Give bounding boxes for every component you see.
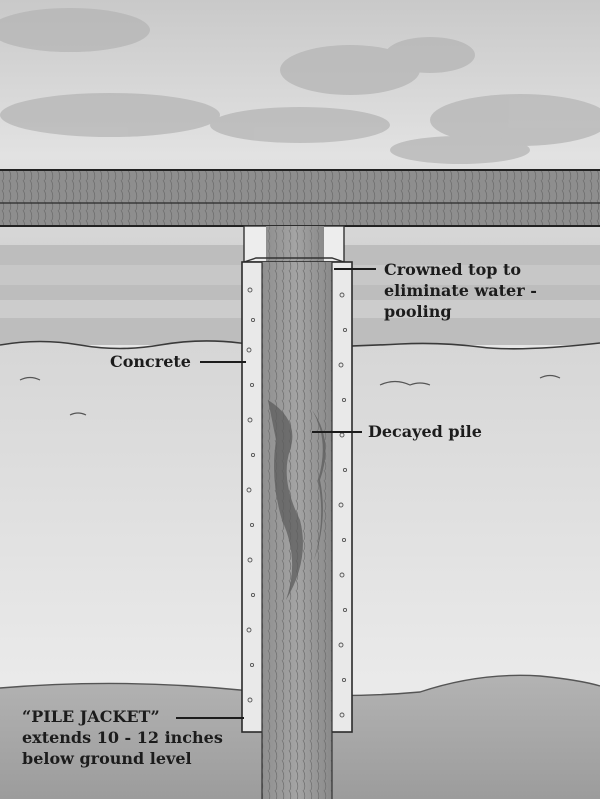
pile-jacket-label: “PILE JACKET” extends 10 - 12 inches bel… <box>22 706 223 769</box>
crowned-top-line-3: pooling <box>384 302 452 321</box>
wave-strokes <box>19 374 561 416</box>
concrete-label: Concrete <box>110 352 191 371</box>
crowned-top-label: Crowned top to eliminate water - pooling <box>384 259 537 322</box>
pile-jacket-line-1: “PILE JACKET” <box>22 707 160 726</box>
pile-jacket-line-3: below ground level <box>22 749 192 768</box>
decayed-region <box>268 400 326 600</box>
crowned-top-line-1: Crowned top to <box>384 260 522 279</box>
exposed-pile-top <box>243 225 345 266</box>
pile-jacket-line-2: extends 10 - 12 inches <box>22 728 223 747</box>
crowned-top-line-2: eliminate water - <box>384 281 537 300</box>
deck-beam <box>0 169 600 227</box>
decayed-pile-label: Decayed pile <box>368 422 482 441</box>
concrete-aggregate <box>246 287 348 718</box>
clouds <box>0 8 600 164</box>
leader-lines <box>176 268 376 719</box>
pile-jacket <box>241 261 353 799</box>
